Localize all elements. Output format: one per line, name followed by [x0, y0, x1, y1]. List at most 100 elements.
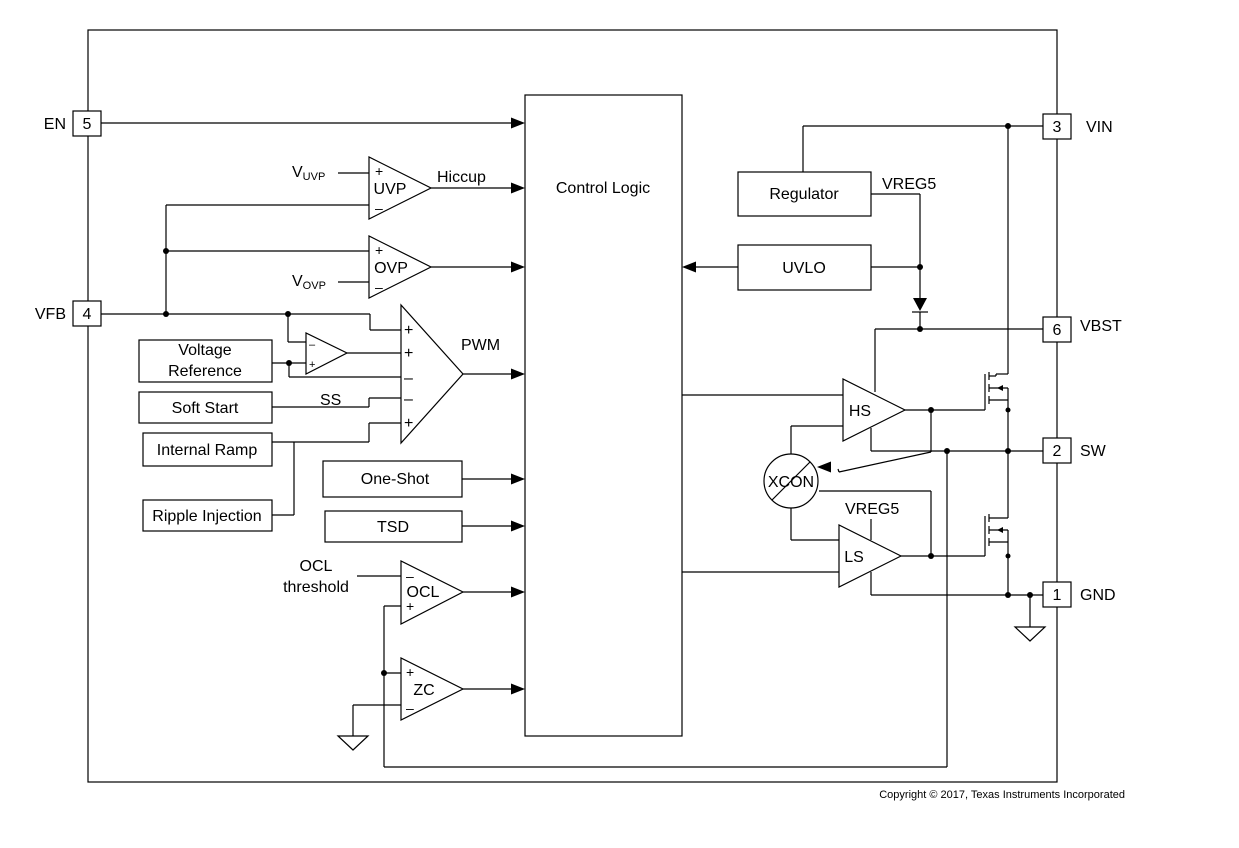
uvlo-arrow — [682, 261, 696, 273]
junction-dot — [1005, 123, 1011, 129]
svg-text:–: – — [375, 200, 383, 216]
vfb-pin-label: VFB — [35, 306, 66, 323]
regulator-label: Regulator — [769, 186, 839, 203]
vin-pin-number: 3 — [1053, 119, 1062, 136]
zc-label: ZC — [413, 682, 434, 699]
ss-wires — [272, 397, 401, 408]
pwm-arrow — [511, 368, 525, 380]
junction-dot — [381, 670, 387, 676]
error-amplifier: – + — [305, 332, 349, 375]
svg-text:–: – — [404, 370, 413, 387]
control-logic-block — [524, 94, 683, 737]
junction-dot — [285, 311, 291, 317]
svg-text:+: + — [406, 598, 414, 614]
uvlo-block — [737, 244, 872, 291]
vfb-network — [101, 204, 401, 343]
svg-text:–: – — [375, 279, 383, 295]
zc-comparator: + – ZC — [400, 657, 465, 721]
vbst-pin-number: 6 — [1053, 322, 1062, 339]
ground-symbol — [336, 735, 370, 751]
one-shot-block — [322, 460, 463, 498]
ss-label: SS — [320, 392, 341, 409]
voltage-reference-line2: Reference — [168, 363, 242, 380]
ripple-injection-label: Ripple Injection — [152, 508, 261, 525]
ocl-threshold-line2: threshold — [283, 579, 349, 596]
vbst-pin-label: VBST — [1080, 318, 1122, 335]
svg-text:+: + — [406, 664, 414, 680]
v-uvp-label: VUVP — [292, 164, 325, 183]
vin-pin-label: VIN — [1086, 119, 1113, 136]
svg-text:–: – — [309, 339, 316, 351]
junction-dot — [917, 326, 923, 332]
sw-pin-label: SW — [1080, 443, 1107, 460]
junction-dot — [163, 311, 169, 317]
gnd-pin-number: 1 — [1053, 587, 1062, 604]
copyright-text: Copyright © 2017, Texas Instruments Inco… — [879, 789, 1125, 801]
ocl-label: OCL — [407, 584, 440, 601]
one-shot-label: One-Shot — [361, 471, 430, 488]
junction-dot — [928, 553, 934, 559]
ripple-injection-block — [142, 499, 273, 532]
ovp-comparator: + – OVP — [368, 235, 433, 299]
ramp-wires — [272, 422, 401, 516]
xcon-ls-wires — [790, 490, 932, 555]
en-pin-label: EN — [44, 116, 66, 133]
zc-ground-wire — [352, 704, 401, 736]
hiccup-arrow — [511, 182, 525, 194]
ground-symbol — [1013, 626, 1047, 642]
svg-text:+: + — [375, 242, 383, 258]
junction-dot — [163, 248, 169, 254]
pwm-comparator: + + – – + — [400, 303, 464, 445]
svg-text:–: – — [406, 568, 414, 584]
svg-text:–: – — [404, 391, 413, 408]
gnd-pin-box — [1042, 581, 1072, 608]
ls-driver: LS — [838, 524, 903, 588]
hs-label: HS — [849, 403, 871, 420]
internal-ramp-label: Internal Ramp — [157, 442, 258, 459]
xcon-arrow — [817, 461, 831, 473]
low-side-mosfet-icon — [984, 451, 1009, 595]
pwm-label: PWM — [461, 337, 500, 354]
en-arrow — [511, 117, 525, 129]
sw-sense-wire — [383, 451, 948, 768]
junction-dot — [286, 360, 292, 366]
internal-ramp-block — [142, 432, 273, 467]
svg-text:+: + — [375, 163, 383, 179]
sw-pin-number: 2 — [1053, 443, 1062, 460]
vref-wires — [272, 362, 401, 378]
ls-gate-wires — [870, 537, 1043, 596]
v-ovp-label: VOVP — [292, 273, 326, 292]
ocl-threshold-line1: OCL — [300, 558, 333, 575]
junction-dot — [1005, 592, 1011, 598]
sw-pin-box — [1042, 437, 1072, 464]
soft-start-block — [138, 391, 273, 424]
junction-dot — [917, 264, 923, 270]
ls-label: LS — [844, 549, 864, 566]
tsd-arrow — [511, 520, 525, 532]
vin-wires — [802, 125, 1043, 375]
xcon-block: XCON — [763, 453, 819, 509]
one-shot-arrow — [511, 473, 525, 485]
svg-text:+: + — [309, 359, 315, 371]
en-pin-box — [72, 110, 102, 137]
voltage-reference-block — [138, 339, 273, 383]
vreg5-top-label: VREG5 — [882, 176, 936, 193]
regulator-block — [737, 171, 872, 217]
vreg5-wires — [871, 193, 921, 298]
hiccup-label: Hiccup — [437, 169, 486, 186]
hs-driver: HS — [842, 378, 907, 442]
vfb-pin-box — [72, 300, 102, 327]
tsd-label: TSD — [377, 519, 409, 536]
vreg5-ls-label: VREG5 — [845, 501, 899, 518]
control-logic-label: Control Logic — [556, 180, 650, 197]
vfb-pin-number: 4 — [83, 306, 92, 323]
svg-text:+: + — [404, 322, 413, 339]
xcon-label: XCON — [768, 474, 814, 491]
zc-arrow — [511, 683, 525, 695]
junction-dot — [1005, 553, 1011, 559]
gnd-pin-label: GND — [1080, 587, 1116, 604]
en-pin-number: 5 — [83, 116, 92, 133]
uvp-label: UVP — [374, 181, 407, 198]
high-side-mosfet-icon — [984, 372, 1009, 451]
svg-text:–: – — [406, 700, 414, 716]
